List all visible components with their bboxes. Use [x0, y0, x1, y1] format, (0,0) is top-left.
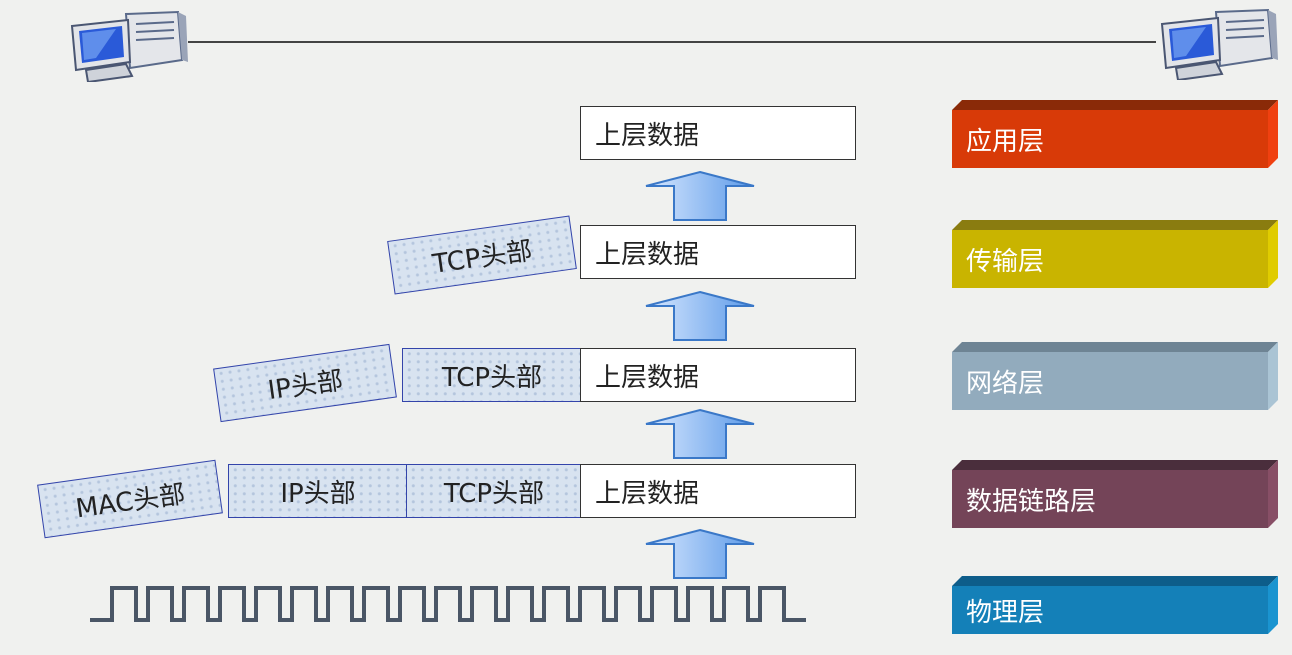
upper-data-box-3: 上层数据	[580, 348, 856, 402]
tcp-header-box-4: TCP头部	[406, 464, 582, 518]
upper-data-box-2: 上层数据	[580, 225, 856, 279]
ip-header-label: IP头部	[280, 478, 356, 509]
ip-header-box-4: IP头部	[228, 464, 408, 518]
upper-data-box-4: 上层数据	[580, 464, 856, 518]
ip-header-tilted: IP头部	[213, 343, 397, 423]
layer-application: 应用层	[952, 100, 1278, 168]
upper-data-label: 上层数据	[595, 120, 700, 151]
tcp-header-label: TCP头部	[430, 235, 535, 280]
tcp-header-tilted: TCP头部	[387, 215, 577, 295]
right-computer-icon	[1156, 4, 1280, 82]
layer-label: 应用层	[966, 126, 1045, 157]
upper-data-label: 上层数据	[595, 478, 700, 509]
mac-header-tilted: MAC头部	[37, 459, 223, 539]
up-arrow-icon-1	[645, 170, 755, 221]
layer-label: 网络层	[966, 368, 1045, 399]
up-arrow-icon-2	[645, 290, 755, 341]
link-line	[188, 41, 1156, 43]
layer-label: 物理层	[966, 597, 1045, 628]
layer-physical: 物理层	[952, 576, 1278, 634]
ip-header-label: IP头部	[265, 365, 345, 406]
tcp-header-label: TCP头部	[441, 362, 543, 393]
layer-network: 网络层	[952, 342, 1278, 410]
layer-label: 数据链路层	[966, 486, 1097, 517]
upper-data-label: 上层数据	[595, 362, 700, 393]
layer-data-link: 数据链路层	[952, 460, 1278, 528]
up-arrow-icon-3	[645, 408, 755, 459]
mac-header-label: MAC头部	[73, 478, 187, 524]
up-arrow-icon-4	[645, 528, 755, 579]
layer-transport: 传输层	[952, 220, 1278, 288]
upper-data-box-1: 上层数据	[580, 106, 856, 160]
upper-data-label: 上层数据	[595, 239, 700, 270]
tcp-header-label: TCP头部	[443, 478, 545, 509]
left-computer-icon	[66, 6, 190, 84]
tcp-header-box-3: TCP头部	[402, 348, 582, 402]
square-wave-icon	[90, 586, 806, 622]
layer-label: 传输层	[966, 246, 1045, 277]
